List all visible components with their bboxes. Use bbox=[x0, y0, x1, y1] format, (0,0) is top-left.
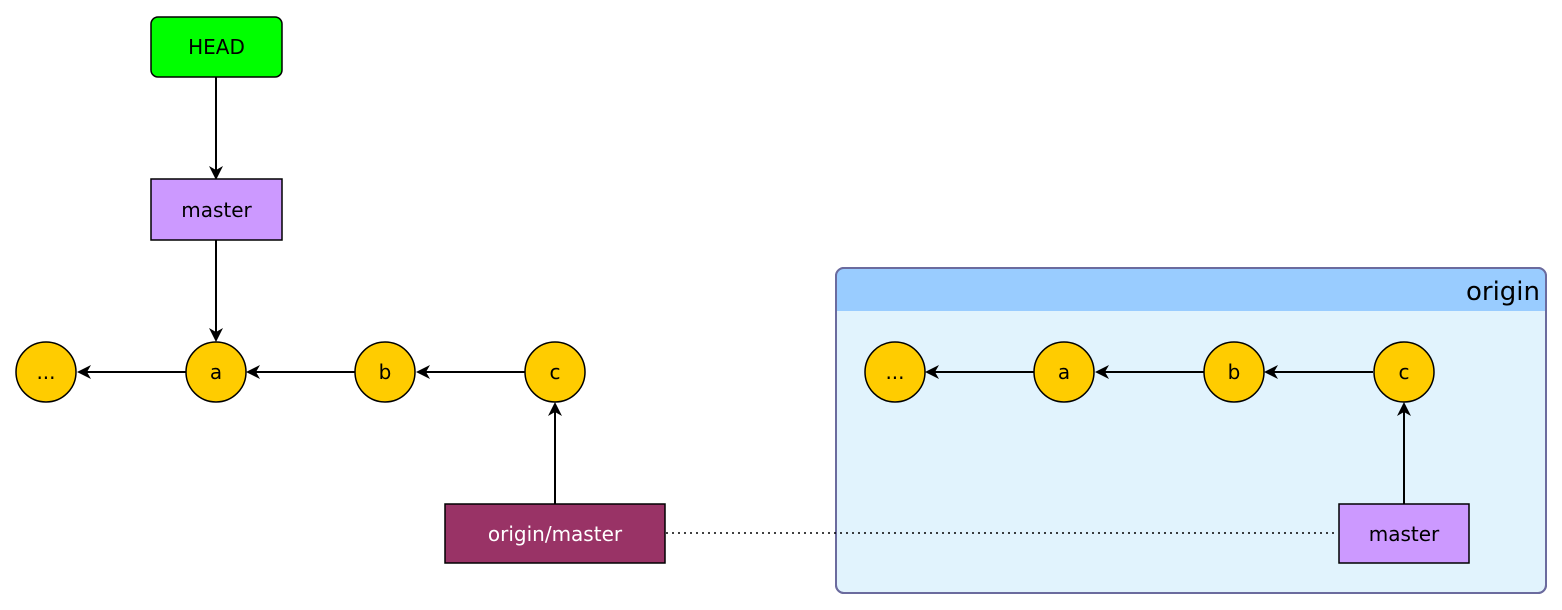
commit-circle bbox=[864, 341, 926, 403]
commit-node: b bbox=[1203, 341, 1265, 403]
local-master-branch: master bbox=[150, 178, 283, 241]
commit-node: c bbox=[524, 341, 586, 403]
origin-commits: ... a b c bbox=[864, 341, 1435, 403]
head-ref: HEAD bbox=[150, 16, 283, 78]
commit-node: b bbox=[354, 341, 416, 403]
remote-tracking-branch: origin/master bbox=[444, 503, 666, 564]
origin-edges bbox=[925, 365, 1411, 504]
commit-node: c bbox=[1373, 341, 1435, 403]
origin-master-label: master bbox=[1369, 522, 1440, 546]
commit-circle bbox=[354, 341, 416, 403]
commit-label: c bbox=[550, 360, 561, 384]
origin-header bbox=[836, 268, 1546, 311]
remote-tracking-box bbox=[444, 503, 666, 564]
commit-circle bbox=[1203, 341, 1265, 403]
remote-tracking-label: origin/master bbox=[488, 522, 623, 546]
commit-label: b bbox=[1228, 360, 1241, 384]
commit-node: a bbox=[1033, 341, 1095, 403]
origin-master-box bbox=[1338, 503, 1470, 564]
commit-label: b bbox=[379, 360, 392, 384]
origin-outline bbox=[835, 267, 1547, 594]
commit-label: a bbox=[1058, 360, 1070, 384]
commit-node: ... bbox=[864, 341, 926, 403]
commit-circle bbox=[1033, 341, 1095, 403]
commit-label: ... bbox=[885, 360, 904, 384]
local-edges bbox=[77, 77, 562, 504]
origin-master-branch: master bbox=[1338, 503, 1470, 564]
commit-label: c bbox=[1399, 360, 1410, 384]
commit-circle bbox=[185, 341, 247, 403]
origin-title: origin bbox=[1466, 277, 1540, 307]
commit-circle bbox=[1373, 341, 1435, 403]
commit-label: ... bbox=[36, 360, 55, 384]
head-label: HEAD bbox=[188, 35, 245, 59]
commit-node: a bbox=[185, 341, 247, 403]
commit-circle bbox=[15, 341, 77, 403]
head-box bbox=[150, 16, 283, 78]
local-master-label: master bbox=[181, 198, 252, 222]
commit-label: a bbox=[210, 360, 222, 384]
local-master-box bbox=[150, 178, 283, 241]
commit-circle bbox=[524, 341, 586, 403]
commit-node: ... bbox=[15, 341, 77, 403]
local-commits: ... a b c bbox=[15, 341, 586, 403]
